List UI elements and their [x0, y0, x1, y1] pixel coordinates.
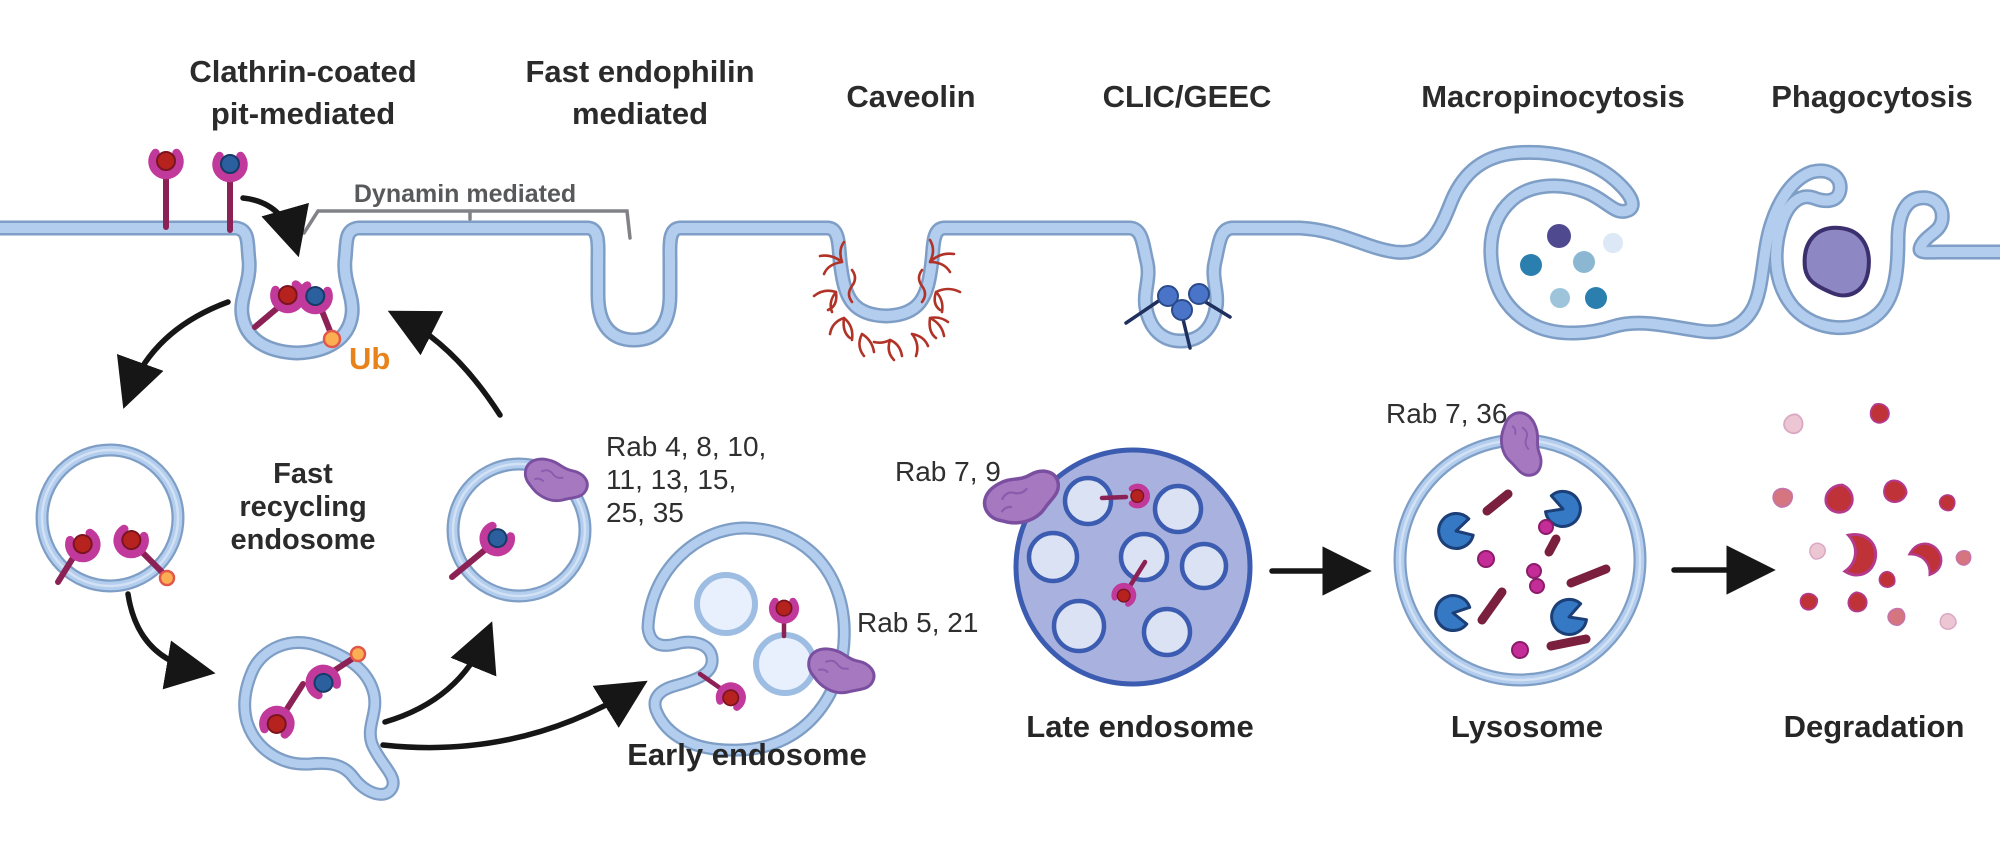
- degradation-fragments: [1769, 399, 1975, 632]
- label-rab-recycling-line2: 11, 13, 15,: [606, 464, 736, 495]
- title-clic-geec: CLIC/GEEC: [1103, 79, 1272, 114]
- intraluminal-vesicle: [1118, 531, 1170, 583]
- dynamin-bracket: [302, 209, 632, 240]
- label-lysosome: Lysosome: [1451, 709, 1603, 744]
- label-late-endosome: Late endosome: [1026, 709, 1253, 744]
- cargo-dot-teal: [1520, 254, 1542, 276]
- title-endophilin-line1: Fast endophilin: [525, 54, 754, 89]
- label-rab-lysosome: Rab 7, 36: [1386, 398, 1507, 429]
- arrow-sorting-to-recycling: [382, 621, 497, 725]
- intraluminal-vesicle: [1051, 598, 1107, 654]
- caveolin-coat-icon: [812, 238, 962, 362]
- gpi-protein-dot: [1157, 285, 1179, 307]
- arrow-recycle-to-membrane: [387, 310, 503, 418]
- label-fast-recycling-line3: endosome: [230, 524, 375, 556]
- label-dynamin-mediated: Dynamin mediated: [354, 180, 576, 208]
- ubiquitin-ball-icon: [322, 329, 342, 349]
- arrow-sorting-to-early: [380, 680, 648, 751]
- title-phagocytosis: Phagocytosis: [1771, 79, 1973, 114]
- intraluminal-vesicle: [1179, 541, 1229, 591]
- clathrin-pit-receptors: [252, 283, 342, 349]
- label-rab-recycling-line3: 25, 35: [606, 497, 684, 528]
- flow-arrows: [116, 195, 1776, 751]
- early-endosome: [641, 521, 880, 757]
- ubiquitin-ball-icon: [158, 569, 176, 587]
- cargo-dot-steel: [1573, 251, 1595, 273]
- clic-geec-cargo: [1124, 283, 1232, 350]
- title-endophilin-line2: mediated: [572, 96, 708, 131]
- intraluminal-vesicle: [1141, 606, 1193, 658]
- label-rab-late: Rab 7, 9: [895, 456, 1001, 487]
- cargo-dot-pale: [1603, 233, 1623, 253]
- title-clathrin-line2: pit-mediated: [211, 96, 395, 131]
- intraluminal-vesicle: [694, 572, 758, 636]
- label-rab-early: Rab 5, 21: [857, 607, 978, 638]
- phagocytosis-particle-icon: [1802, 225, 1871, 298]
- title-macropinocytosis: Macropinocytosis: [1421, 79, 1685, 114]
- surface-receptors: [153, 152, 244, 233]
- late-endosome: [977, 447, 1253, 687]
- sorting-endosome: [238, 636, 400, 801]
- recycling-vesicle: [446, 452, 593, 603]
- label-rab-recycling-line1: Rab 4, 8, 10,: [606, 431, 766, 462]
- arrow-into-pit: [240, 195, 309, 258]
- gpi-protein-dot: [1188, 283, 1210, 305]
- title-clathrin-line1: Clathrin-coated: [189, 54, 416, 89]
- arrow-pit-to-vesicle: [116, 299, 231, 409]
- plasma-membrane: [0, 144, 2000, 361]
- ubiquitin-ball-icon: [349, 645, 367, 663]
- label-degradation: Degradation: [1784, 709, 1965, 744]
- cargo-dot-indigo: [1547, 224, 1571, 248]
- gpi-protein-dot: [1171, 299, 1193, 321]
- endocytic-vesicle: [35, 443, 185, 593]
- membrane-path-fill: [0, 147, 2000, 358]
- intraluminal-vesicle: [753, 632, 817, 696]
- lysosome: [1393, 408, 1647, 687]
- cargo-dot-teal2: [1585, 287, 1607, 309]
- title-caveolin: Caveolin: [846, 79, 975, 114]
- macropinosome-cargo: [1520, 224, 1623, 309]
- label-ubiquitin: Ub: [349, 341, 390, 376]
- intraluminal-vesicle: [1026, 530, 1080, 584]
- cargo-dot-pale2: [1550, 288, 1570, 308]
- label-early-endosome: Early endosome: [627, 737, 866, 772]
- label-fast-recycling-line1: Fast: [273, 458, 333, 490]
- arrow-vesicle-to-sorting: [125, 591, 216, 690]
- intraluminal-vesicle: [1062, 475, 1114, 527]
- intraluminal-vesicle: [1152, 483, 1204, 535]
- membrane-path-outer: [0, 144, 2000, 361]
- label-fast-recycling-line2: recycling: [239, 491, 366, 523]
